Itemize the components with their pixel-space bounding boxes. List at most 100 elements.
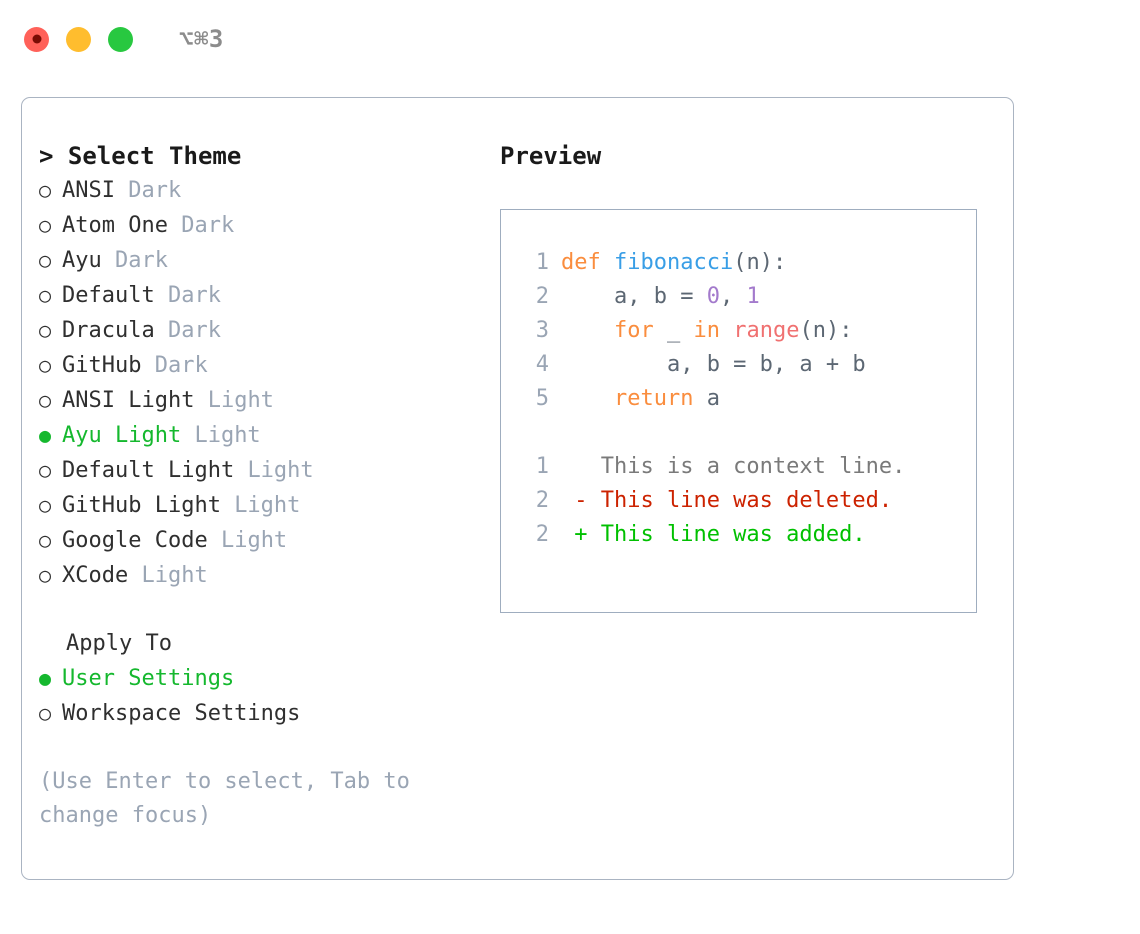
code-text: for _ in range(n): <box>561 314 852 348</box>
apply-to-header: Apply To <box>66 631 172 656</box>
theme-variant-badge: Light <box>234 493 301 518</box>
code-token: _ <box>653 318 694 343</box>
line-number: 3 <box>535 318 549 343</box>
diff-line: 1 This is a context line. <box>521 450 976 484</box>
radio-unselected-icon: ○ <box>39 353 52 377</box>
theme-name: GitHub <box>62 353 155 378</box>
theme-name: Ayu Light <box>62 423 195 448</box>
diff-text: This is a context line. <box>561 454 906 479</box>
apply-to-label: User Settings <box>62 666 235 691</box>
theme-variant-badge: Dark <box>167 318 221 343</box>
line-number: 4 <box>535 352 549 377</box>
theme-variant-badge: Light <box>247 458 314 483</box>
radio-unselected-icon: ○ <box>39 248 52 272</box>
radio-unselected-icon: ○ <box>39 458 52 482</box>
keyboard-shortcut-label: ⌥⌘3 <box>179 25 224 53</box>
code-line: 3 for _ in range(n): <box>521 314 976 348</box>
theme-name: XCode <box>62 563 142 588</box>
apply-to-option-user-settings[interactable]: ● User Settings <box>39 661 484 696</box>
radio-unselected-icon: ○ <box>39 701 52 725</box>
theme-option-default-light[interactable]: ○ Default Light Light <box>39 453 484 488</box>
theme-name: Default Light <box>62 458 248 483</box>
theme-name: Atom One <box>62 213 182 238</box>
code-token: , <box>719 284 747 309</box>
code-token: a <box>693 386 720 411</box>
code-text: return a <box>561 382 720 416</box>
code-token: a, b = <box>561 284 707 309</box>
code-token: return <box>613 386 694 411</box>
theme-option-dracula[interactable]: ○Dracula Dark <box>39 313 484 348</box>
theme-variant-badge: Light <box>220 528 288 553</box>
theme-name: Google Code <box>62 528 221 553</box>
code-token <box>720 318 733 343</box>
theme-variant-badge: Light <box>207 388 274 413</box>
theme-variant-badge: Light <box>141 563 208 588</box>
theme-variant-badge: Dark <box>167 283 221 308</box>
code-token: def <box>561 250 614 275</box>
apply-to-list[interactable]: ● User Settings ○ Workspace Settings <box>39 661 484 731</box>
code-token <box>561 318 614 343</box>
theme-option-github[interactable]: ○ GitHub Dark <box>39 348 484 383</box>
code-line: 5 return a <box>521 382 976 416</box>
title-bar: ⌥⌘3 <box>0 0 1140 78</box>
line-number: 1 <box>535 454 549 479</box>
theme-option-ayu-light[interactable]: ●Ayu Light Light <box>39 418 484 453</box>
minimize-button[interactable] <box>66 26 91 52</box>
theme-name: Default <box>62 283 168 308</box>
line-number: 2 <box>535 488 549 513</box>
theme-picker-column: > Select Theme ○ANSI Dark○Atom One Dark○… <box>39 139 484 833</box>
traffic-lights <box>24 26 133 52</box>
code-token: (n): <box>799 318 853 343</box>
theme-variant-badge: Dark <box>114 248 168 273</box>
apply-to-label: Workspace Settings <box>62 701 301 726</box>
radio-unselected-icon: ○ <box>39 493 52 517</box>
diff-text: + This line was added. <box>561 522 866 547</box>
theme-name: ANSI <box>62 178 129 203</box>
theme-list[interactable]: ○ ANSI Dark ○ Atom One Dark ○ Ayu Dark ○ Defaul… <box>39 173 484 593</box>
keyboard-hint-text: (Use Enter to select, Tab to change focu… <box>39 769 424 828</box>
radio-selected-icon: ● <box>39 666 52 690</box>
theme-option-xcode[interactable]: ○ XCode Light <box>39 558 484 593</box>
theme-option-atom-one[interactable]: ○ Atom One Dark <box>39 208 484 243</box>
line-number: 2 <box>535 284 549 309</box>
theme-name: GitHub Light <box>62 493 235 518</box>
theme-option-default[interactable]: ○ Default Dark <box>39 278 484 313</box>
diff-text: - This line was deleted. <box>561 488 893 513</box>
code-line: 4 a, b = b, a + b <box>521 348 976 382</box>
code-token: a, b = b, a + b <box>561 352 866 377</box>
radio-unselected-icon: ○ <box>39 528 52 552</box>
theme-variant-badge: Dark <box>154 353 208 378</box>
theme-variant-badge: Dark <box>181 213 235 238</box>
list-spacer <box>39 593 484 627</box>
radio-unselected-icon: ○ <box>39 388 52 412</box>
theme-variant-badge: Light <box>194 423 261 448</box>
code-line: 2 a, b = 0, 1 <box>521 280 976 314</box>
code-token: (n): <box>733 250 787 275</box>
theme-option-ayu[interactable]: ○ Ayu Dark <box>39 243 484 278</box>
radio-unselected-icon: ○ <box>39 213 52 237</box>
theme-name: Dracula <box>62 318 168 343</box>
theme-name: Ayu <box>62 248 115 273</box>
code-token: in <box>693 318 720 343</box>
diff-line: 2 - This line was deleted. <box>521 484 976 518</box>
theme-option-google-code[interactable]: ○ Google Code Light <box>39 523 484 558</box>
main-panel: > Select Theme ○ANSI Dark○Atom One Dark○… <box>21 97 1014 880</box>
theme-option-ansi[interactable]: ○ANSI Dark <box>39 173 484 208</box>
code-token: range <box>733 318 800 343</box>
apply-to-option-workspace-settings[interactable]: ○ Workspace Settings <box>39 696 484 731</box>
close-button[interactable] <box>24 26 49 52</box>
theme-option-ansi-light[interactable]: ○ANSI Light Light <box>39 383 484 418</box>
code-token: for <box>613 318 654 343</box>
line-number: 2 <box>535 522 549 547</box>
code-token: 1 <box>746 284 760 309</box>
line-number: 1 <box>535 250 549 275</box>
theme-option-github-light[interactable]: ○ GitHub Light Light <box>39 488 484 523</box>
maximize-button[interactable] <box>108 26 133 52</box>
radio-unselected-icon: ○ <box>39 563 52 587</box>
radio-unselected-icon: ○ <box>39 178 52 202</box>
radio-unselected-icon: ○ <box>39 283 52 307</box>
